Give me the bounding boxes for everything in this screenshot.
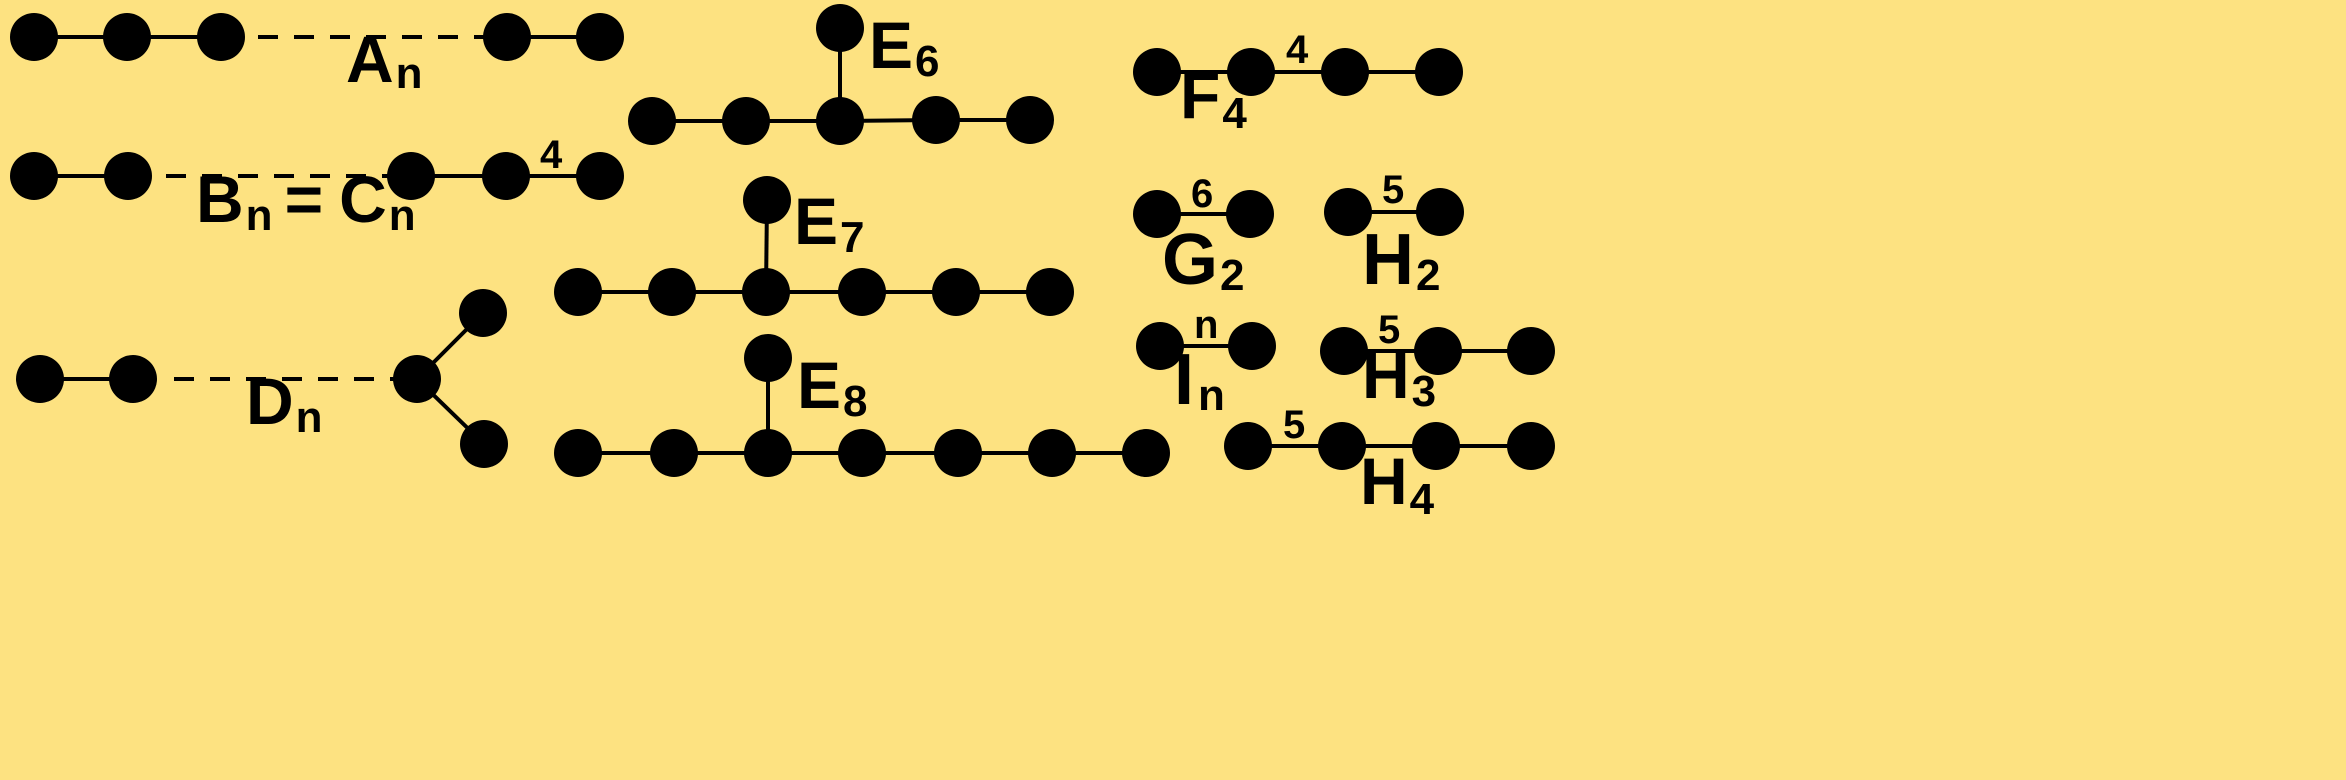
node xyxy=(722,97,770,145)
node xyxy=(1228,322,1276,370)
diagram-b-n-c-n: 4 Bn=Cn xyxy=(10,133,624,240)
edge-weight-label: 5 xyxy=(1283,403,1305,447)
node xyxy=(1320,327,1368,375)
node xyxy=(576,13,624,61)
node xyxy=(1321,48,1369,96)
edge-weight-label: 4 xyxy=(1286,28,1309,72)
diagram-label: In xyxy=(1174,340,1225,420)
node xyxy=(816,97,864,145)
node xyxy=(743,176,791,224)
node xyxy=(554,429,602,477)
node xyxy=(1507,422,1555,470)
node xyxy=(912,96,960,144)
diagram-a-n: An xyxy=(10,13,624,98)
diagram-d-n: Dn xyxy=(16,289,508,468)
edge-weight-label: 6 xyxy=(1191,172,1213,216)
node xyxy=(483,13,531,61)
node xyxy=(10,13,58,61)
node xyxy=(744,334,792,382)
diagram-label: Dn xyxy=(246,364,323,442)
diagram-label: F4 xyxy=(1180,58,1247,138)
node xyxy=(838,268,886,316)
diagram-label: E6 xyxy=(869,8,940,86)
diagram-label: H2 xyxy=(1362,220,1440,300)
node xyxy=(932,268,980,316)
node xyxy=(1414,327,1462,375)
node xyxy=(1507,327,1555,375)
diagram-label: E8 xyxy=(797,348,868,426)
edge-weight-label: n xyxy=(1194,303,1218,347)
diagram-e6: E6 xyxy=(628,4,1054,145)
diagram-label: An xyxy=(346,22,423,98)
node xyxy=(648,268,696,316)
diagram-e8: E8 xyxy=(554,334,1170,477)
node xyxy=(1026,268,1074,316)
node xyxy=(816,4,864,52)
node xyxy=(576,152,624,200)
node xyxy=(1412,422,1460,470)
node xyxy=(742,268,790,316)
node xyxy=(459,289,507,337)
edge-weight-label: 5 xyxy=(1378,308,1400,352)
diagram-h4: 5 H4 xyxy=(1224,403,1555,524)
node xyxy=(1133,48,1181,96)
diagram-g2: 6 G2 xyxy=(1133,172,1274,300)
diagram-label: H3 xyxy=(1362,338,1436,416)
node xyxy=(934,429,982,477)
node xyxy=(1133,190,1181,238)
node xyxy=(460,420,508,468)
node xyxy=(103,13,151,61)
diagram-h2: 5 H2 xyxy=(1324,168,1464,300)
diagram-label: H4 xyxy=(1360,444,1435,524)
node xyxy=(197,13,245,61)
node xyxy=(482,152,530,200)
node xyxy=(1227,48,1275,96)
node xyxy=(1224,422,1272,470)
node xyxy=(1324,188,1372,236)
node xyxy=(1318,422,1366,470)
node xyxy=(1415,48,1463,96)
node xyxy=(554,268,602,316)
diagram-label: E7 xyxy=(794,184,865,262)
node xyxy=(1122,429,1170,477)
edge-weight-label: 4 xyxy=(540,133,563,177)
node xyxy=(1226,190,1274,238)
diagram-f4: 4 F4 xyxy=(1133,28,1463,138)
node xyxy=(109,355,157,403)
node xyxy=(744,429,792,477)
diagram-label: G2 xyxy=(1162,220,1245,300)
diagram-i-n: n In xyxy=(1136,303,1276,420)
node xyxy=(628,97,676,145)
node xyxy=(1416,188,1464,236)
node xyxy=(10,152,58,200)
diagram-h3: 5 H3 xyxy=(1320,308,1555,416)
node xyxy=(393,355,441,403)
node xyxy=(1028,429,1076,477)
node xyxy=(838,429,886,477)
diagram-label: Bn=Cn xyxy=(196,162,416,240)
edge-weight-label: 5 xyxy=(1382,168,1404,212)
node xyxy=(104,152,152,200)
node xyxy=(650,429,698,477)
node xyxy=(16,355,64,403)
node xyxy=(387,152,435,200)
diagram-e7: E7 xyxy=(554,176,1074,316)
node xyxy=(1006,96,1054,144)
node xyxy=(1136,322,1184,370)
